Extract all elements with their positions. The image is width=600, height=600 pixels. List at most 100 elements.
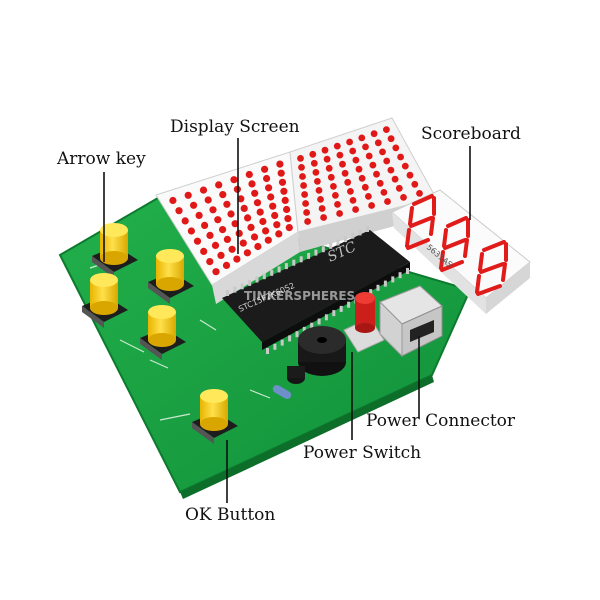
led-dot <box>365 152 373 160</box>
small-components <box>272 366 305 399</box>
led-dot <box>211 241 220 249</box>
chip-pin <box>299 256 303 263</box>
led-dot <box>235 229 243 237</box>
led-dot <box>193 237 202 245</box>
led-dot <box>251 189 259 197</box>
led-dot <box>228 245 236 253</box>
chip-pin <box>351 232 355 239</box>
led-dot <box>400 194 407 201</box>
chip-pin <box>288 335 292 342</box>
chip-pin <box>307 252 311 259</box>
led-dot <box>312 169 320 176</box>
led-dot <box>240 204 248 212</box>
chip-pin <box>406 268 409 274</box>
chip-pin <box>292 259 296 266</box>
led-dot <box>275 230 283 238</box>
led-dot <box>253 199 262 207</box>
led-dot <box>278 178 287 186</box>
led-dot <box>303 209 310 216</box>
led-dot <box>247 223 255 231</box>
led-dot <box>195 211 203 219</box>
led-dot <box>301 191 308 198</box>
chip-pin <box>273 343 277 350</box>
led-dot <box>314 178 321 185</box>
led-dot <box>206 231 214 239</box>
push-buttons <box>82 223 238 444</box>
label-arrow-key: Arrow key <box>57 149 146 169</box>
chip-pin <box>295 331 299 338</box>
led-dot <box>336 151 344 159</box>
led-dot <box>201 221 209 229</box>
chip-pin <box>280 339 284 346</box>
led-dot <box>299 173 306 180</box>
chip-pin <box>255 276 259 283</box>
led-dot <box>215 181 223 189</box>
led-dot <box>376 179 384 187</box>
led-dot <box>318 205 326 212</box>
arrow-key-down-button[interactable] <box>140 305 186 360</box>
led-dot <box>248 180 256 188</box>
led-dot <box>392 144 400 152</box>
led-dot <box>254 242 262 251</box>
led-dot <box>346 138 353 146</box>
led-dot <box>333 142 341 150</box>
led-dot <box>383 157 391 165</box>
led-dot <box>233 255 241 263</box>
led-dot <box>281 196 289 204</box>
led-dot <box>297 155 304 162</box>
led-dot <box>362 143 369 151</box>
led-dot <box>244 214 252 222</box>
led-dot <box>243 249 251 257</box>
led-dot <box>169 196 177 205</box>
led-dot <box>298 164 305 171</box>
chip-pin <box>270 269 274 276</box>
led-dot <box>200 247 208 255</box>
arrow-key-right-button[interactable] <box>148 249 194 304</box>
led-dot <box>352 156 360 164</box>
label-display-screen: Display Screen <box>170 117 300 137</box>
led-dot <box>344 178 352 186</box>
led-dot <box>411 180 419 188</box>
led-dot <box>280 187 288 195</box>
chip-pin <box>321 246 325 253</box>
led-dot <box>283 205 291 214</box>
led-dot <box>374 139 382 147</box>
chip-pin <box>376 284 380 291</box>
led-dot <box>264 236 272 244</box>
chip-pin <box>391 276 395 283</box>
arrow-key-left-button[interactable] <box>82 273 128 328</box>
ok-button[interactable] <box>192 389 238 444</box>
led-dot <box>336 210 343 217</box>
led-dot <box>276 160 284 168</box>
led-dot <box>239 239 247 247</box>
chip-pin <box>226 290 229 296</box>
led-dot <box>277 169 285 177</box>
led-dot <box>206 258 214 266</box>
led-dot <box>231 220 239 228</box>
chip-pin <box>248 279 252 286</box>
chip-pin <box>233 286 237 293</box>
led-dot <box>361 183 369 191</box>
led-dot <box>370 130 378 138</box>
chip-pin <box>369 289 373 296</box>
led-dot <box>175 207 183 215</box>
led-dot <box>227 210 235 218</box>
led-dot <box>222 261 231 269</box>
led-dot <box>262 227 270 235</box>
led-dot <box>181 217 189 225</box>
led-dot <box>217 251 225 259</box>
led-dot <box>349 147 357 155</box>
led-dot <box>384 198 391 205</box>
led-dot <box>256 208 264 216</box>
led-dot <box>379 148 386 156</box>
chip-pins <box>226 226 409 354</box>
chip-pin <box>284 263 288 270</box>
chip-pin <box>343 236 347 243</box>
label-ok-button: OK Button <box>185 505 276 525</box>
led-dot <box>391 175 399 183</box>
led-dot <box>401 162 409 170</box>
led-dot <box>237 195 245 203</box>
led-dot <box>219 226 227 234</box>
chip-pin <box>383 280 387 287</box>
led-dot <box>230 176 238 184</box>
